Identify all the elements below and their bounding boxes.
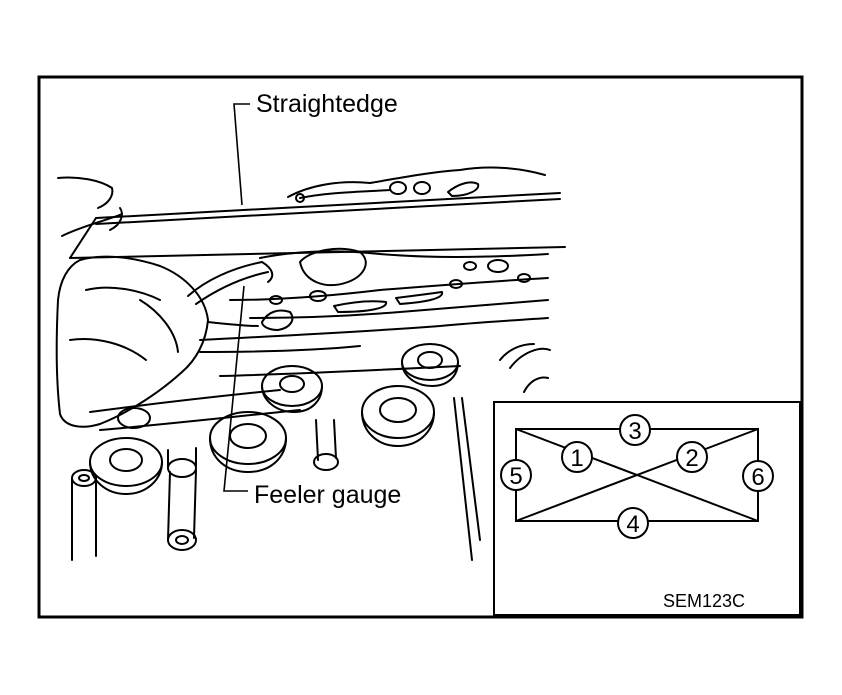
point-1-marker: 1 [561, 441, 593, 473]
point-1-number: 1 [570, 445, 583, 472]
measurement-pattern-inset: 1 2 3 4 5 6 SEM123C [493, 401, 801, 616]
point-3-marker: 3 [619, 414, 651, 446]
point-5-number: 5 [509, 463, 522, 490]
point-2-marker: 2 [676, 441, 708, 473]
diagonal-line-2 [515, 428, 759, 522]
point-6-number: 6 [751, 464, 764, 491]
straightedge-label: Straightedge [256, 90, 398, 118]
point-4-marker: 4 [617, 507, 649, 539]
straightedge-leader-line [233, 103, 250, 206]
feeler-gauge-label: Feeler gauge [254, 481, 401, 509]
feeler-gauge-tool [187, 261, 274, 305]
point-6-marker: 6 [742, 460, 774, 492]
point-5-marker: 5 [500, 459, 532, 491]
feeler-gauge-leader-line [223, 285, 248, 492]
engine-illustration [55, 166, 566, 561]
figure-code: SEM123C [663, 591, 745, 611]
point-4-number: 4 [626, 511, 639, 538]
point-3-number: 3 [628, 418, 641, 445]
leader-lines [223, 103, 250, 492]
point-2-number: 2 [685, 445, 698, 472]
